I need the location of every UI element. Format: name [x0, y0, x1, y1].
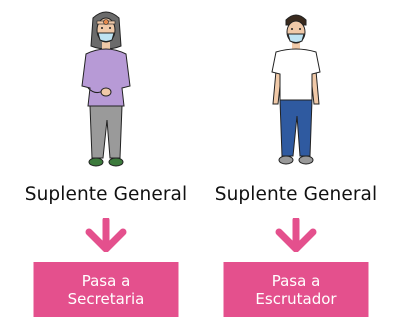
- action-line-1: Pasa a: [81, 271, 131, 290]
- role-column-escrutador: Suplente General Pasa a Escrutador: [206, 0, 386, 324]
- role-column-secretaria: Suplente General Pasa a Secretaria: [16, 0, 196, 324]
- action-badge-secretaria: Pasa a Secretaria: [33, 262, 179, 317]
- role-label: Suplente General: [24, 184, 188, 205]
- woman-with-mask-icon: [66, 8, 146, 178]
- action-line-2: Secretaria: [67, 289, 145, 308]
- man-with-mask-icon: [256, 8, 336, 178]
- action-line-2: Escrutador: [255, 289, 337, 308]
- role-label: Suplente General: [214, 184, 378, 205]
- action-line-1: Pasa a: [271, 271, 321, 290]
- arrow-down-icon: [83, 216, 129, 256]
- arrow-down-icon: [273, 216, 319, 256]
- action-badge-escrutador: Pasa a Escrutador: [223, 262, 369, 317]
